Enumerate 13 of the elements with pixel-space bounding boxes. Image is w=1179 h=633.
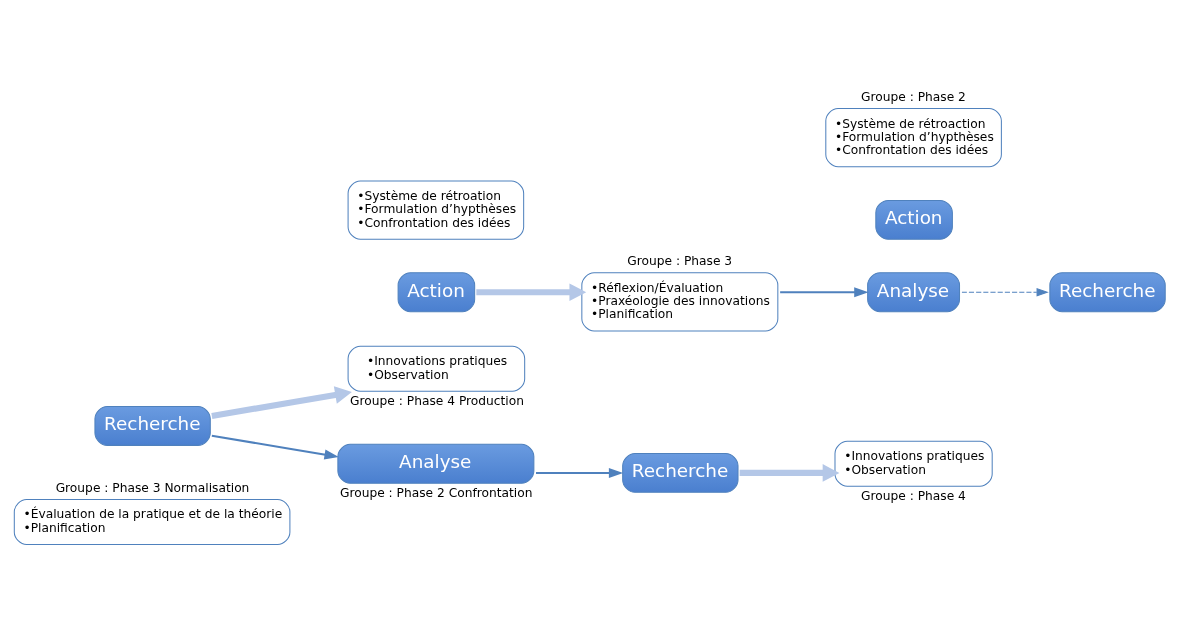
arrow: [211, 434, 339, 460]
arrow: [476, 283, 587, 302]
node-label: Groupe : Phase 3: [627, 254, 733, 269]
node-label: Groupe : Phase 2: [861, 89, 966, 104]
arrow: [739, 464, 840, 482]
arrow: [211, 386, 352, 419]
node-label: Groupe : Phase 4: [861, 489, 966, 504]
node-label: Groupe : Phase 2 Confrontation: [339, 486, 533, 501]
node-label: Groupe : Phase 3 Normalisation: [55, 480, 250, 495]
node-label: Groupe : Phase 4 Production: [350, 394, 524, 409]
arrow: [536, 467, 624, 478]
arrow: [961, 287, 1049, 297]
arrow: [780, 287, 869, 298]
